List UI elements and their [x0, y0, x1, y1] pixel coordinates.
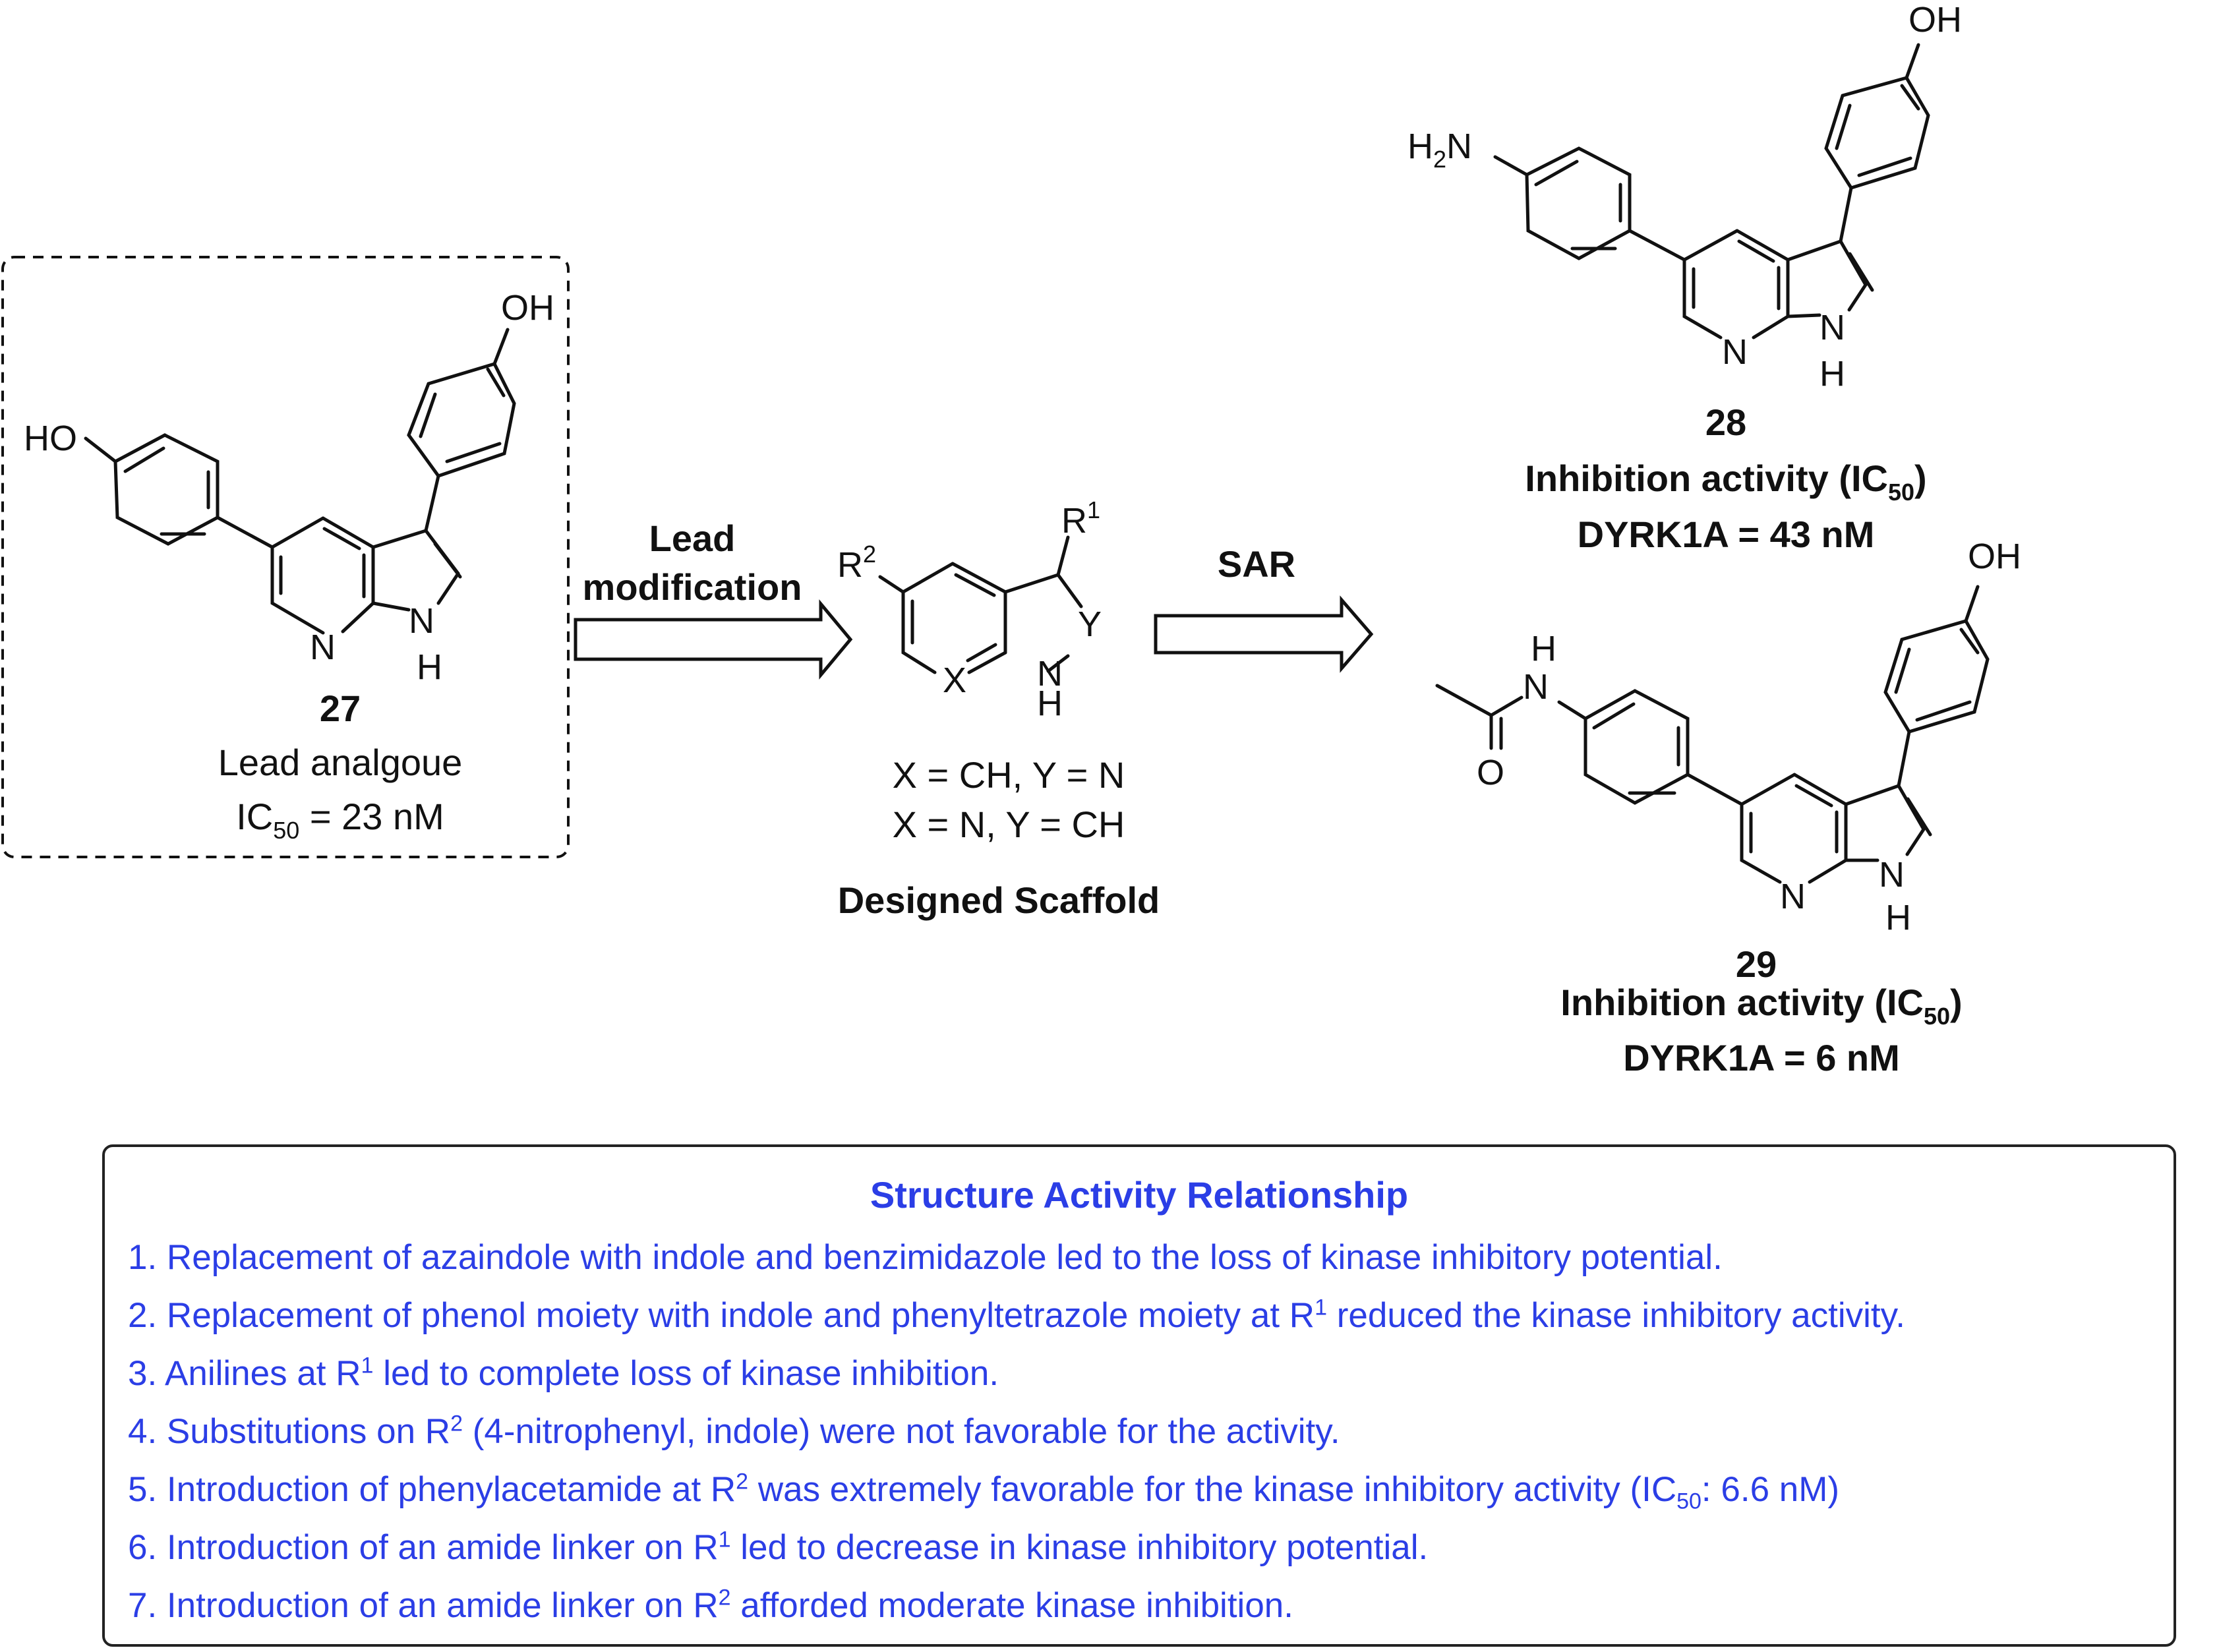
lead-compound-dashed-box	[1, 256, 570, 858]
c27-ho-left: HO	[24, 419, 77, 458]
compound-29-activity: Inhibition activity (IC50)	[1560, 982, 1962, 1030]
compound-28-structure: OH H2N N N H	[1407, 0, 1962, 394]
c28-nh-h: H	[1820, 354, 1845, 394]
compound-28-number: 28	[1705, 401, 1746, 443]
c29-nh-h: H	[1885, 898, 1911, 937]
scaffold-caption: Designed Scaffold	[838, 879, 1160, 921]
c28-nh-n: N	[1820, 308, 1845, 347]
c28-oh: OH	[1908, 0, 1962, 40]
scaffold-condition-2: X = N, Y = CH	[893, 804, 1125, 845]
sar-item-1: 1. Replacement of azaindole with indole …	[128, 1238, 1723, 1277]
sar-item-6: 6. Introduction of an amide linker on R1…	[128, 1527, 1429, 1567]
compound-28-activity: Inhibition activity (IC50)	[1525, 457, 1926, 506]
scaffold-nh-h: H	[1037, 684, 1063, 723]
sar-item-4: 4. Substitutions on R2 (4-nitrophenyl, i…	[128, 1411, 1340, 1451]
compound-27-structure: OH HO N N H	[24, 288, 554, 687]
sar-panel: Structure Activity Relationship 1. Repla…	[102, 1144, 2176, 1647]
c29-nh-n: N	[1879, 855, 1905, 895]
sar-list: 1. Replacement of azaindole with indole …	[128, 1229, 1905, 1635]
c29-n-pyridine: N	[1780, 877, 1806, 916]
compound-29-structure: OH H N O N N H	[1435, 537, 2021, 937]
compound-27-ic50: IC50 = 23 nM	[236, 796, 444, 844]
c29-amide-n: N	[1523, 667, 1549, 707]
arrow-lead-label-1: Lead	[649, 517, 736, 559]
reaction-scheme: OH HO N N H 27 Lead analgoue IC50 = 23 n…	[1, 0, 2021, 1078]
scaffold-y: Y	[1078, 605, 1102, 644]
compound-28-result: DYRK1A = 43 nM	[1578, 514, 1875, 555]
scaffold-nh-n: N	[1037, 654, 1063, 693]
sar-arrow	[1154, 595, 1374, 673]
c27-nh-n: N	[409, 601, 434, 641]
arrow-lead-label-2: modification	[583, 566, 802, 608]
scaffold-r2: R2	[837, 541, 876, 585]
designed-scaffold-structure: R2 R1 X Y N H	[837, 496, 1102, 723]
c27-n-pyridine: N	[310, 628, 336, 667]
sar-item-3: 3. Anilines at R1 led to complete loss o…	[128, 1353, 999, 1393]
scaffold-x: X	[943, 661, 966, 700]
c28-n-pyridine: N	[1722, 332, 1748, 372]
arrow-sar-label: SAR	[1218, 543, 1295, 585]
c29-oh: OH	[1968, 537, 2021, 576]
c27-nh-h: H	[417, 647, 442, 687]
c28-h2n: H2N	[1407, 127, 1472, 173]
c27-oh-top: OH	[501, 288, 554, 328]
sar-item-5: 5. Introduction of phenylacetamide at R2…	[128, 1469, 1840, 1514]
sar-item-7: 7. Introduction of an amide linker on R2…	[128, 1585, 1294, 1625]
c29-amide-o: O	[1477, 753, 1504, 792]
lead-modification-arrow	[574, 599, 853, 680]
compound-27-number: 27	[320, 688, 361, 729]
c29-amide-h: H	[1531, 629, 1556, 668]
compound-29-result: DYRK1A = 6 nM	[1623, 1037, 1900, 1078]
compound-29-number: 29	[1736, 943, 1777, 985]
sar-item-2: 2. Replacement of phenol moiety with ind…	[128, 1295, 1905, 1335]
scaffold-r1: R1	[1061, 496, 1100, 541]
scaffold-condition-1: X = CH, Y = N	[893, 754, 1125, 796]
sar-panel-title: Structure Activity Relationship	[870, 1174, 1409, 1216]
compound-27-caption: Lead analgoue	[218, 742, 463, 783]
